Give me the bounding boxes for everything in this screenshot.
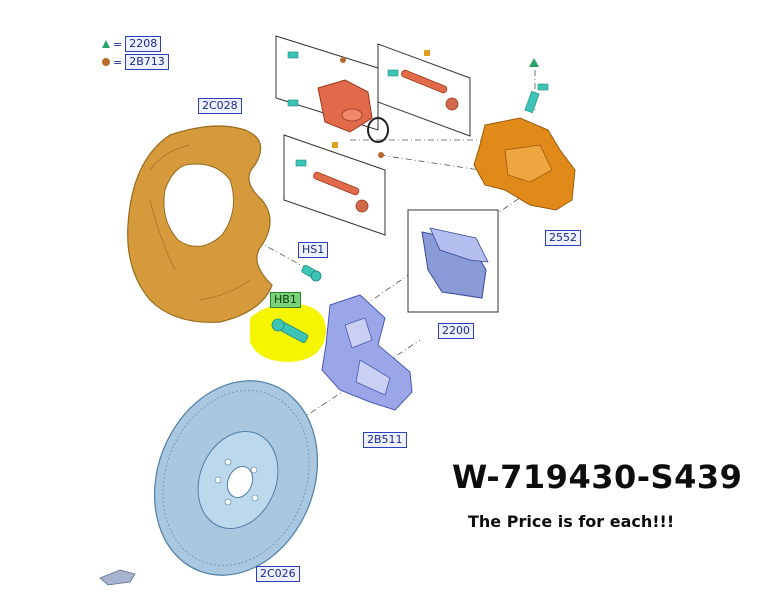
callout-rotor: 2C026 <box>256 566 300 582</box>
circle-icon <box>102 58 110 66</box>
callout-brake-pads: 2200 <box>438 323 474 339</box>
guide-pin-box-top <box>377 43 471 137</box>
legend-row-2208: = 2208 <box>102 36 162 52</box>
callout-dust-shield: 2C028 <box>198 98 242 114</box>
legend-equals: = <box>113 37 123 51</box>
brake-pads-box <box>407 209 499 313</box>
callout-shield-bolt: HS1 <box>298 242 329 258</box>
callout-bracket: 2B511 <box>363 432 407 448</box>
part-number: W-719430-S439 <box>452 458 743 496</box>
legend-row-2b713: = 2B713 <box>102 54 169 70</box>
bracket-bolt <box>271 318 309 344</box>
dust-shield <box>127 125 273 323</box>
legend-code: 2B713 <box>125 54 169 70</box>
guide-pin-box-lower <box>283 134 386 236</box>
brake-rotor <box>153 380 319 576</box>
piston-box <box>275 35 389 158</box>
legend-code: 2208 <box>125 36 162 52</box>
shield-bolt <box>301 264 322 282</box>
caliper-bracket <box>321 294 413 411</box>
legend-equals: = <box>113 55 123 69</box>
fragment <box>99 569 136 586</box>
triangle-marker <box>529 58 539 67</box>
bleed-cap <box>537 83 549 91</box>
caliper-body <box>473 90 576 211</box>
callout-bracket-bolt: HB1 <box>270 292 301 308</box>
price-note: The Price is for each!!! <box>468 512 675 531</box>
callout-caliper: 2552 <box>545 230 581 246</box>
triangle-icon <box>102 40 110 48</box>
